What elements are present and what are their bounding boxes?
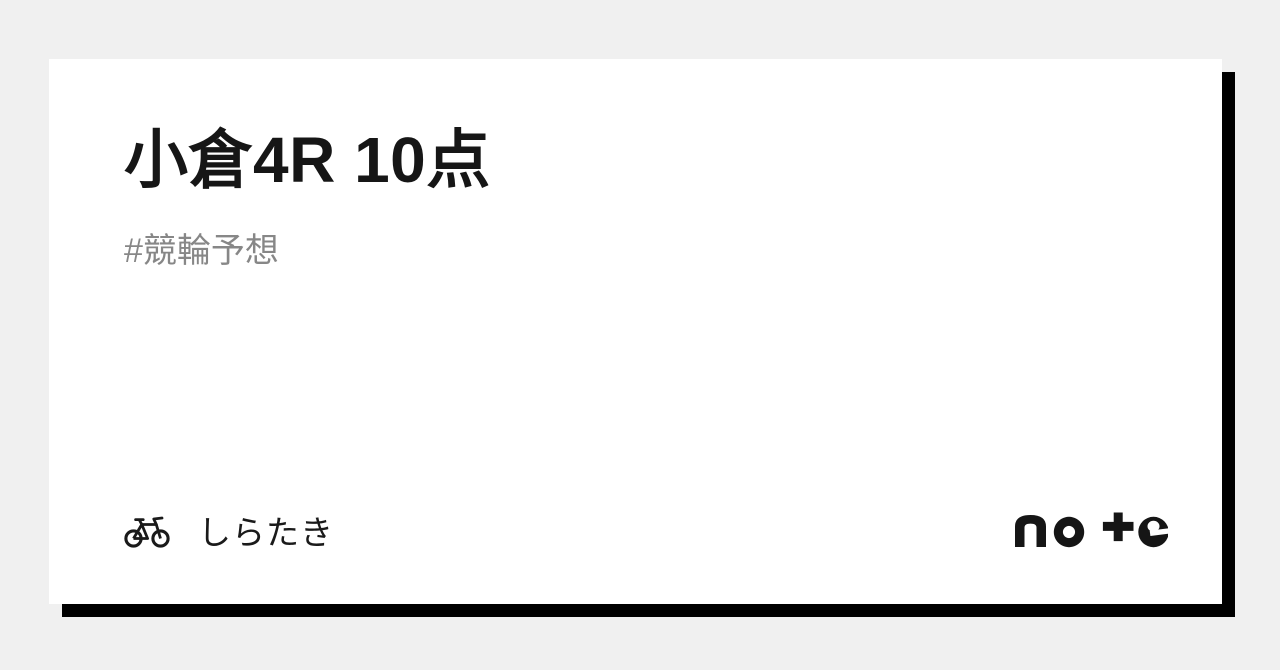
article-hashtag: #競輪予想 (124, 231, 279, 270)
card-footer: しらたき (124, 506, 1168, 554)
bicycle-icon (124, 510, 170, 550)
author-name: しらたき (198, 514, 334, 551)
card-content: 小倉4R 10点 #競輪予想 (124, 116, 1168, 277)
article-title: 小倉4R 10点 (124, 124, 491, 196)
note-logo (1015, 512, 1168, 548)
author-block: しらたき (124, 506, 334, 554)
article-card: 小倉4R 10点 #競輪予想 しらたき (49, 59, 1222, 604)
